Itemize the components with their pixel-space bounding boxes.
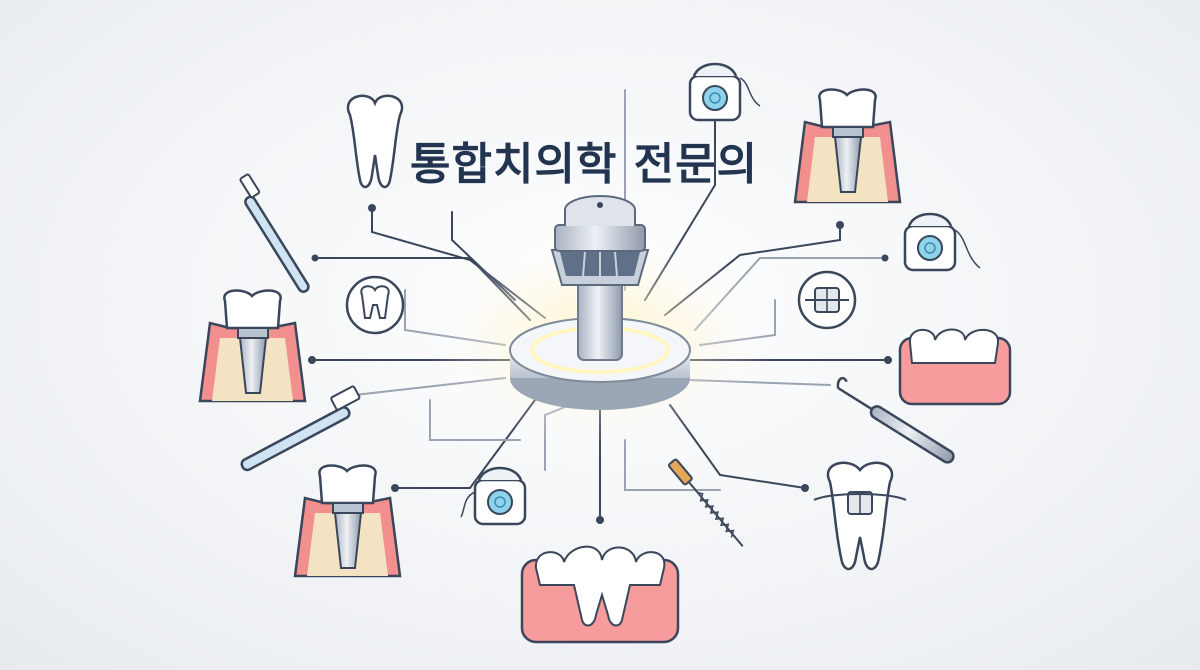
control-tower-hub-icon (425, 195, 775, 450)
node-dot (311, 254, 319, 262)
teeth-gum-icon (520, 545, 680, 644)
braces-circle-icon (797, 270, 857, 330)
node-dot (391, 484, 399, 492)
toothbrush-icon (239, 173, 310, 293)
connector-endpoints (308, 204, 892, 524)
node-dot (368, 204, 376, 212)
node-dot (596, 516, 604, 524)
tooth-icon (346, 94, 404, 189)
node-dot (881, 254, 889, 262)
endodontic-file-icon (667, 458, 744, 547)
diagram-title: 통합치의학 전문의 (410, 139, 759, 190)
node-dot (836, 221, 844, 229)
floss-icon (903, 212, 981, 272)
implant-icon (293, 464, 402, 578)
node-dot (884, 356, 892, 364)
tooth-circle-icon (345, 275, 405, 335)
floss-icon (460, 466, 527, 526)
node-dot (801, 484, 809, 492)
implant-icon (198, 289, 307, 403)
braces-tooth-icon (813, 461, 907, 571)
toothbrush-icon (240, 385, 361, 472)
implant-icon (793, 88, 902, 204)
floss-icon (688, 62, 761, 122)
teeth-gum-icon (898, 328, 1012, 406)
node-dot (308, 356, 316, 364)
dental-scaler-icon (836, 376, 955, 464)
